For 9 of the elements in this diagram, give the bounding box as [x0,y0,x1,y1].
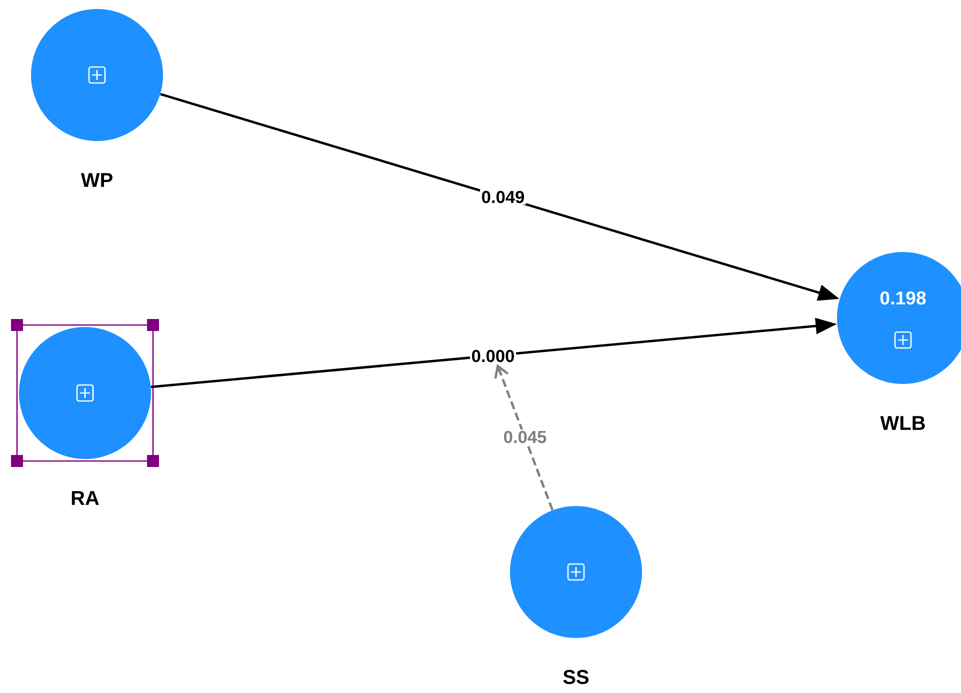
construct-label: WLB [880,416,925,430]
value-label: 0.198 [880,291,926,305]
construct-label: SS [563,670,589,684]
construct-label: WP [80,173,112,187]
edge-label: 0.000 [470,348,516,364]
arrow [494,364,554,510]
edge-label: 0.049 [480,190,526,204]
edge-label: 0.045 [502,430,548,444]
construct-label: RA [72,491,99,505]
